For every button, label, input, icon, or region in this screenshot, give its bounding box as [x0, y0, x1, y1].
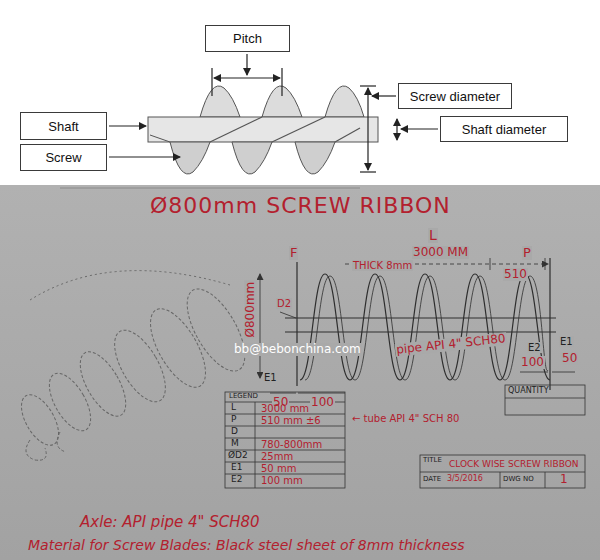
table-cell: M: [231, 439, 239, 449]
diameter-value: Ø800mm: [244, 281, 257, 339]
date-header: DATE: [423, 476, 441, 484]
material-note: Material for Screw Blades: Black steel s…: [28, 538, 465, 553]
top-panel: [0, 0, 600, 185]
leader-arrows: [109, 54, 438, 172]
dimension-letter: L: [428, 228, 438, 243]
box-text: Shaft diameter: [462, 122, 547, 137]
label-box: Shaft: [20, 112, 107, 140]
dimension-value: 100: [520, 356, 545, 369]
table-cell: 25mm: [261, 451, 293, 462]
cut-header-line: [60, 188, 360, 189]
drawing-number: 1: [560, 473, 568, 486]
table-cell: D: [231, 427, 238, 437]
dimension-letter: D2: [276, 298, 292, 309]
table-cell: 100 mm: [261, 475, 303, 486]
table-cell: 50 mm: [261, 463, 296, 474]
label-box: Shaft diameter: [440, 116, 568, 142]
watermark: bb@bebonchina.com: [233, 343, 362, 356]
label-box: Pitch: [205, 25, 290, 52]
dimension-letter: E1: [559, 336, 574, 347]
sketch-panel: [0, 185, 600, 560]
table-cell: E1: [231, 463, 242, 473]
box-text: Pitch: [233, 31, 262, 46]
legend-table: [225, 392, 345, 488]
table-cell: 3000 mm: [261, 403, 309, 414]
screw-figure: [148, 86, 378, 174]
dimension-value: 50: [561, 352, 578, 365]
axle-note: Axle: API pipe 4" SCH80: [80, 514, 260, 531]
title-block: [420, 385, 585, 488]
label-box: Screw diameter: [398, 83, 512, 109]
drawing-name: CLOCK WISE SCREW RIBBON: [449, 460, 579, 470]
dimension-letter: E1: [263, 372, 278, 383]
box-text: Screw: [45, 150, 81, 165]
label-box: Screw: [20, 144, 107, 171]
table-cell: 780-800mm: [261, 439, 322, 450]
date-value: 3/5/2016: [447, 475, 483, 484]
box-text: Screw diameter: [410, 89, 500, 104]
quantity-header: QUANTITY: [508, 387, 549, 396]
table-header: LEGEND: [229, 393, 258, 401]
table-cell: L: [231, 403, 236, 413]
table-cell: 510 mm ±6: [261, 415, 321, 426]
spiral-sketch: [14, 271, 256, 461]
title-header: TITLE: [423, 457, 442, 465]
thickness-note: THICK 8mm: [352, 260, 413, 271]
dimension-value: 3000 MM: [412, 246, 469, 259]
dimension-letter: P: [522, 246, 532, 260]
dimension-letter: F: [289, 246, 298, 260]
table-cell: P: [231, 415, 236, 425]
box-text: Shaft: [48, 119, 78, 134]
table-cell: ØD2: [228, 451, 248, 461]
dimension-value: 100: [310, 396, 335, 409]
dimension-value: 510: [503, 268, 528, 281]
drawing-number-header: DWG NO: [503, 476, 534, 484]
drawing-title: Ø800mm SCREW RIBBON: [150, 194, 451, 218]
table-note: ← tube API 4" SCH 80: [352, 413, 459, 424]
screw-sketch: [260, 258, 575, 393]
dimension-letter: E2: [527, 342, 542, 353]
table-cell: E2: [231, 475, 242, 485]
